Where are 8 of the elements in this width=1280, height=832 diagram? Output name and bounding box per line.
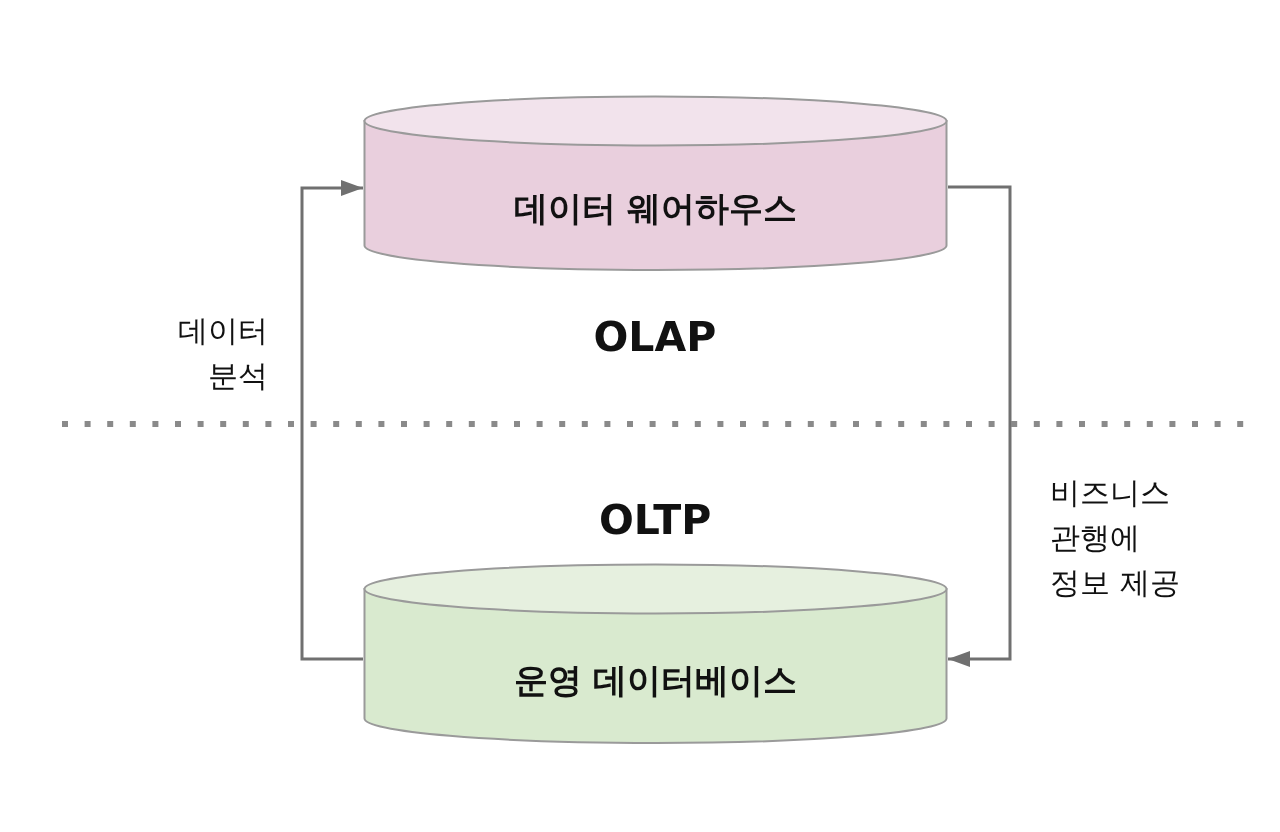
arrow bbox=[948, 185, 1012, 667]
database-cylinder bbox=[363, 95, 948, 273]
layer-label: OLTP bbox=[599, 495, 712, 545]
cylinder-label: 데이터 웨어하우스 bbox=[513, 187, 798, 230]
arrow bbox=[300, 180, 363, 661]
cylinder-label: 운영 데이터베이스 bbox=[513, 659, 798, 702]
database-cylinder bbox=[363, 563, 948, 746]
layer-label: OLAP bbox=[593, 312, 717, 362]
